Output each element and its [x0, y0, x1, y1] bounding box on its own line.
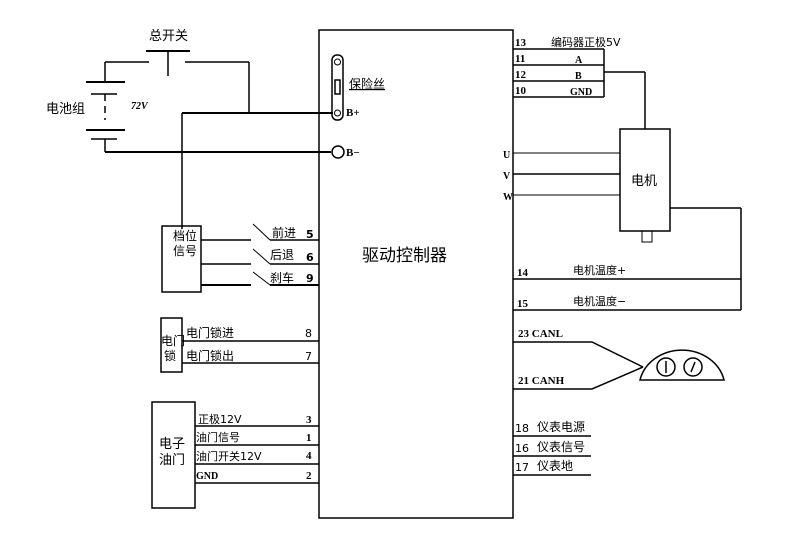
controller-label: 驱动控制器	[362, 246, 447, 266]
phase-v-label: V	[503, 171, 511, 182]
meter-label: 仪表电源	[537, 420, 585, 434]
encoder-pin: 11	[515, 53, 525, 65]
motor-label: 电机	[631, 174, 657, 189]
meter-pin: 17	[515, 461, 529, 474]
gear-switch-label: 刹车	[270, 270, 294, 285]
temp-label: 电机温度+	[573, 263, 626, 277]
throttle-pin: 4	[306, 450, 312, 462]
canl-label: 23 CANL	[518, 328, 563, 340]
meter-wires	[513, 435, 591, 476]
main-switch-label: 总开关	[149, 29, 188, 44]
meter-pin: 16	[515, 442, 529, 455]
fuse	[331, 54, 344, 121]
door-lock-row-label: 电门锁进	[186, 325, 234, 340]
phase-u-label: U	[503, 150, 510, 161]
gear-box	[161, 225, 202, 293]
gauge-needle	[690, 361, 696, 373]
canh-label: 21 CANH	[518, 375, 565, 387]
encoder-pin: 10	[515, 85, 527, 97]
temp-label: 电机温度−	[573, 294, 626, 308]
gear-switch-pin: 5	[306, 228, 314, 241]
door-lock-box	[160, 317, 183, 373]
gear-switches	[201, 223, 319, 286]
phase-w-label: W	[503, 192, 513, 203]
dashboard-icon	[639, 349, 725, 381]
encoder-signal: A	[575, 55, 583, 66]
gear-label: 信号	[173, 244, 197, 258]
throttle-pin: 3	[306, 414, 312, 426]
b-minus-terminal	[331, 145, 345, 159]
motor-shaft	[641, 230, 653, 243]
encoder-title: 编码器正极5V	[551, 35, 621, 49]
battery	[86, 62, 125, 152]
battery-label: 电池组	[46, 102, 85, 117]
throttle-pin: 2	[306, 470, 312, 482]
meter-label: 仪表地	[537, 459, 573, 473]
door-lock-label: 锁	[164, 348, 176, 363]
throttle-box	[151, 401, 196, 509]
meter-pin: 18	[515, 422, 529, 435]
gauge-icon	[683, 357, 703, 377]
main-switch	[105, 50, 250, 113]
throttle-row-label: 正极12V	[198, 412, 242, 426]
throttle-label: 电子	[159, 437, 185, 452]
throttle-row-label: 油门开关12V	[196, 449, 262, 463]
gauge-icon	[656, 357, 676, 377]
door-lock-row-label: 电门锁出	[186, 348, 234, 363]
door-lock-pin: 8	[305, 327, 312, 340]
encoder-pin-13: 13	[515, 37, 527, 49]
throttle-label: 油门	[159, 453, 185, 468]
b-minus-label: B−	[346, 147, 360, 159]
encoder-table	[513, 48, 605, 98]
canl-wire	[513, 341, 644, 368]
door-lock-pin: 7	[305, 350, 312, 363]
fuse-label: 保险丝	[349, 76, 385, 91]
controller-box	[318, 29, 514, 519]
door-lock-label: 电门	[161, 333, 185, 348]
throttle-row-label: GND	[196, 471, 218, 482]
gear-switch-pin: 9	[306, 272, 314, 285]
meter-label: 仪表信号	[537, 440, 585, 454]
throttle-pin: 1	[306, 432, 312, 444]
throttle-wires	[195, 425, 319, 484]
gear-switch-label: 前进	[272, 225, 296, 240]
temp-pin: 15	[517, 298, 529, 310]
encoder-signal: B	[575, 71, 582, 82]
encoder-pin: 12	[515, 69, 527, 81]
gear-switch-label: 后退	[270, 248, 294, 262]
temp-pin: 14	[517, 267, 529, 279]
battery-voltage: 72V	[131, 101, 149, 112]
encoder-signal: GND	[570, 87, 592, 98]
throttle-row-label: 油门信号	[196, 430, 240, 444]
canh-wire	[513, 366, 644, 390]
gear-switch-pin: 6	[306, 251, 314, 264]
gear-label: 档位	[173, 228, 197, 243]
b-plus-label: B+	[346, 107, 360, 119]
